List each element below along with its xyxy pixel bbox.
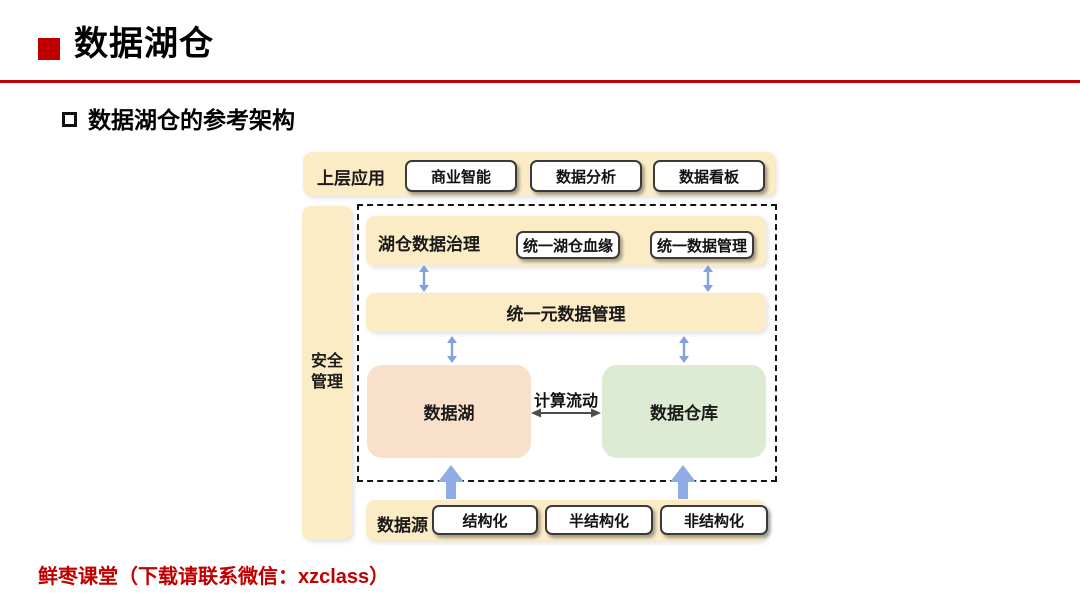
lakehouse-core-boundary: [357, 204, 777, 482]
node-unified-lakehouse-lineage: 统一湖仓血缘: [516, 231, 620, 259]
data-lake-label: 数据湖: [423, 404, 475, 423]
governance-panel: 湖仓数据治理 统一湖仓血缘 统一数据管理: [366, 216, 766, 266]
double-arrow-vertical-icon: [679, 336, 689, 363]
up-arrow-icon: [438, 465, 464, 499]
data-lake-node: 数据湖: [367, 365, 531, 458]
subtitle-bullet-icon: [62, 112, 77, 127]
double-arrow-vertical-icon: [703, 265, 713, 292]
node-unstructured-data: 非结构化: [660, 505, 768, 535]
metadata-management-panel: 统一元数据管理: [366, 293, 766, 332]
section-title: 数据湖仓的参考架构: [88, 107, 295, 133]
data-warehouse-label: 数据仓库: [650, 404, 718, 423]
page-title: 数据湖仓: [74, 25, 214, 63]
security-management-label: 安全管理: [310, 353, 343, 391]
node-data-dashboard: 数据看板: [653, 160, 765, 192]
governance-label: 湖仓数据治理: [378, 235, 480, 254]
upper-apps-label: 上层应用: [317, 169, 385, 188]
header-divider: [0, 80, 1080, 83]
node-data-analysis: 数据分析: [530, 160, 642, 192]
metadata-management-label: 统一元数据管理: [506, 305, 626, 324]
upper-apps-panel: 上层应用 商业智能 数据分析 数据看板: [303, 152, 775, 196]
security-management-panel: 安全管理: [302, 206, 352, 540]
double-arrow-vertical-icon: [447, 336, 457, 363]
data-sources-label: 数据源: [377, 516, 428, 535]
up-arrow-icon: [670, 465, 696, 499]
double-arrow-horizontal-icon: [531, 408, 601, 418]
data-warehouse-node: 数据仓库: [602, 365, 766, 458]
node-structured-data: 结构化: [432, 505, 538, 535]
double-arrow-vertical-icon: [419, 265, 429, 292]
watermark-text: 鲜枣课堂（下载请联系微信：xzclass）: [38, 566, 390, 588]
node-business-intelligence: 商业智能: [405, 160, 517, 192]
node-unified-data-management: 统一数据管理: [650, 231, 754, 259]
data-sources-panel: 数据源 结构化 半结构化 非结构化: [366, 500, 768, 541]
compute-flow-label: 计算流动: [533, 393, 598, 410]
node-semi-structured-data: 半结构化: [545, 505, 653, 535]
title-bullet-icon: [38, 38, 60, 60]
